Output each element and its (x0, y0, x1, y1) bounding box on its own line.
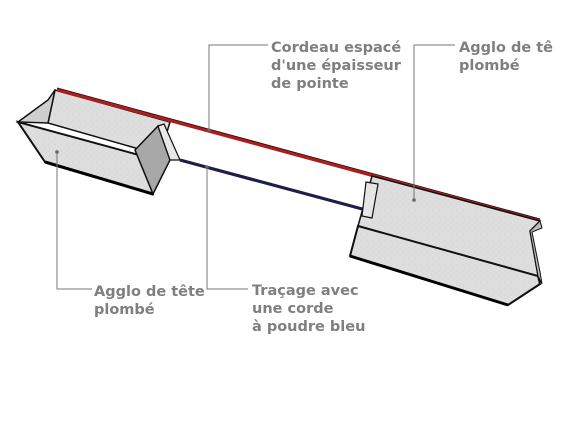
label-agglo-left-line1: Agglo de tête (94, 284, 205, 300)
label-agglo-right-line1: Agglo de tê (459, 40, 553, 56)
blue-cord (179, 158, 367, 212)
label-cordeau-line3: de pointe (271, 76, 349, 92)
label-agglo-right-line2: plombé (459, 58, 520, 74)
right-block (348, 175, 543, 307)
leader-lines (56, 44, 455, 290)
label-agglo-left-line2: plombé (94, 302, 155, 318)
left-block (15, 89, 181, 196)
label-tracage-line1: Traçage avec (252, 283, 359, 299)
label-tracage-line2: une corde (252, 301, 334, 317)
label-tracage-line3: à poudre bleu (252, 319, 365, 335)
label-cordeau-line1: Cordeau espacé (271, 40, 401, 56)
red-cord-edge (56, 87, 541, 220)
label-cordeau-line2: d'une épaisseur (271, 58, 402, 74)
leader-dots (55, 128, 416, 202)
